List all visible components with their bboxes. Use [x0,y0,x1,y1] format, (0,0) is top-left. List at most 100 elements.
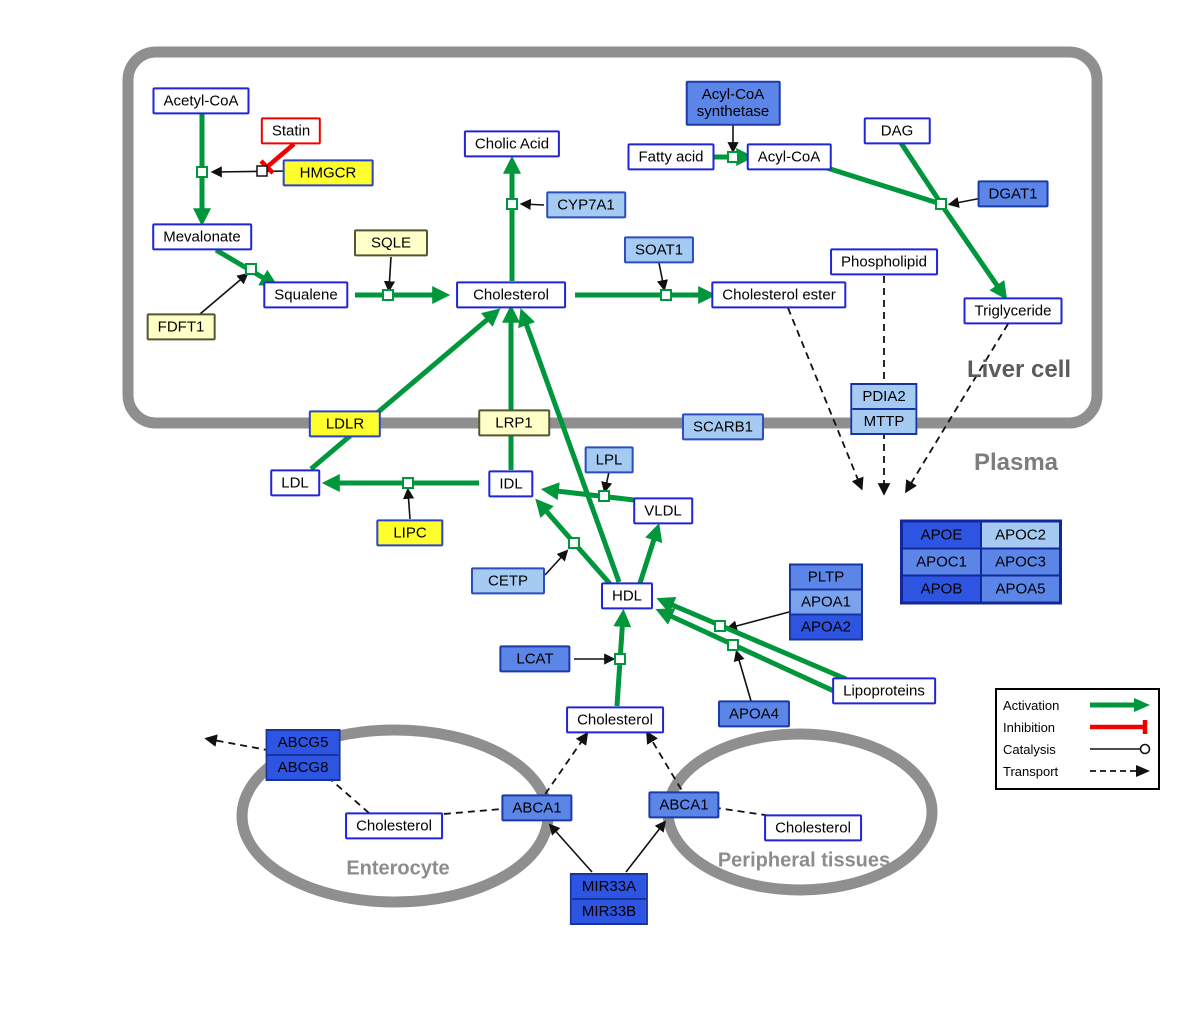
node-apoa1[interactable]: APOA1 [790,588,862,614]
legend-row-activation: Activation [1003,694,1152,716]
node-squalene[interactable]: Squalene [263,281,349,309]
node-ldl[interactable]: LDL [270,469,320,497]
inhibition-tbar-icon [1090,720,1148,734]
liver-cell-label: Liver cell [966,356,1072,383]
node-cholesterol-peripheral[interactable]: Cholesterol [764,814,862,842]
act-ldl-cholesterol [309,308,501,471]
cat-hmgcr [210,166,289,178]
node-dgat1[interactable]: DGAT1 [977,180,1049,208]
cat-mir33-abca1-right [625,820,667,873]
act-vldl-idl [540,482,635,503]
node-apoa5[interactable]: APOA5 [981,575,1060,603]
node-cyp7a1[interactable]: CYP7A1 [546,191,626,219]
node-cetp[interactable]: CETP [470,567,546,595]
node-lipoproteins[interactable]: Lipoproteins [832,677,936,705]
node-abca1-peripheral[interactable]: ABCA1 [648,791,720,819]
node-abca1-enterocyte[interactable]: ABCA1 [501,794,573,822]
activation-arrow-icon [1090,698,1150,712]
node-pltp[interactable]: PLTP [790,565,862,589]
node-fatty-acid[interactable]: Fatty acid [627,143,715,171]
cat-cetp [544,549,569,576]
legend: Activation Inhibition Catalysis Transpor… [995,688,1160,790]
node-lipc[interactable]: LIPC [376,519,444,547]
cat-fdft1 [199,272,249,315]
acyl-coa-synthetase-line2: synthetase [696,103,770,120]
pltp-apoa-complex: PLTP APOA1 APOA2 [788,563,864,641]
node-statin[interactable]: Statin [260,117,322,145]
cat-lipc [402,487,415,520]
node-soat1[interactable]: SOAT1 [623,236,695,264]
act-hdl-vldl [637,523,663,584]
node-apoc2[interactable]: APOC2 [981,521,1060,549]
cat-mir33-abca1-left [548,823,593,873]
abcg5-abcg8-complex: ABCG5 ABCG8 [265,729,341,781]
reaction-nodes [196,151,947,665]
node-hdl[interactable]: HDL [600,582,654,610]
node-cholesterol-plasma[interactable]: Cholesterol [566,706,664,734]
cat-dgat1 [947,197,983,209]
node-mir33b[interactable]: MIR33B [571,898,647,923]
node-vldl[interactable]: VLDL [633,497,693,525]
trans-triglyceride-plasma [905,323,1009,494]
node-apoe[interactable]: APOE [902,521,981,549]
node-cholesterol-ester[interactable]: Cholesterol ester [711,281,847,309]
node-lpl[interactable]: LPL [584,446,634,474]
node-mevalonate[interactable]: Mevalonate [152,223,252,251]
node-acyl-coa-synthetase[interactable]: Acyl-CoA synthetase [685,80,781,126]
node-fdft1[interactable]: FDFT1 [146,313,216,341]
cat-sqle [383,256,396,293]
node-abcg5[interactable]: ABCG5 [267,731,339,754]
node-acyl-coa[interactable]: Acyl-CoA [746,143,832,171]
node-pdia2[interactable]: PDIA2 [852,385,916,408]
act-mevalonate-squalene [214,247,279,287]
node-mttp[interactable]: MTTP [852,408,916,433]
act-lipoproteins-hdl-upper [656,596,847,682]
cat-lpl [601,471,613,494]
catalysis-circle-icon [1090,743,1151,755]
catalysis-edges [199,121,983,873]
node-lcat[interactable]: LCAT [499,645,571,673]
cat-soat1 [656,262,668,292]
node-cholic-acid[interactable]: Cholic Acid [463,130,561,158]
transport-arrow-icon [1090,765,1150,777]
legend-row-transport: Transport [1003,760,1152,782]
node-sqle[interactable]: SQLE [353,229,429,257]
node-idl[interactable]: IDL [488,470,534,498]
node-apoc3[interactable]: APOC3 [981,548,1060,576]
enterocyte-label: Enterocyte [346,857,450,880]
node-apoa4[interactable]: APOA4 [717,700,791,728]
legend-inhibition-label: Inhibition [1003,719,1056,735]
apolipoprotein-cluster: APOE APOC2 APOC1 APOC3 APOB APOA5 [900,519,1062,605]
node-hmgcr[interactable]: HMGCR [282,159,374,187]
legend-transport-label: Transport [1003,763,1059,779]
legend-row-catalysis: Catalysis [1003,738,1152,760]
legend-activation-label: Activation [1003,697,1060,713]
node-mir33a[interactable]: MIR33A [571,875,647,898]
node-ldlr[interactable]: LDLR [308,410,382,438]
cat-apoa4 [733,649,752,702]
node-cholesterol-liver[interactable]: Cholesterol [456,281,566,309]
node-apoa2[interactable]: APOA2 [790,613,862,639]
node-abcg8[interactable]: ABCG8 [267,754,339,779]
legend-row-inhibition: Inhibition [1003,716,1152,738]
node-dag[interactable]: DAG [863,117,931,145]
node-triglyceride[interactable]: Triglyceride [963,297,1063,325]
node-scarb1[interactable]: SCARB1 [681,413,765,441]
catalysis-anchor-hmgcr [256,165,268,177]
cat-cyp7a1 [519,198,545,210]
pdia2-mttp-complex: PDIA2 MTTP [850,383,918,435]
node-lrp1[interactable]: LRP1 [478,409,550,437]
node-cholesterol-enterocyte[interactable]: Cholesterol [345,812,443,840]
node-acetyl-coa[interactable]: Acetyl-CoA [152,87,250,115]
node-phospholipid[interactable]: Phospholipid [830,248,938,276]
liver-cell-membrane [122,46,1103,429]
mir33-complex: MIR33A MIR33B [569,873,649,925]
node-apoc1[interactable]: APOC1 [902,548,981,576]
trans-peripheral-to-plasma-cholesterol [646,730,793,820]
trans-cholesterolester-plasma [787,307,864,491]
node-apob[interactable]: APOB [902,575,981,603]
legend-catalysis-label: Catalysis [1003,741,1056,757]
acyl-coa-synthetase-line1: Acyl-CoA [701,85,765,103]
